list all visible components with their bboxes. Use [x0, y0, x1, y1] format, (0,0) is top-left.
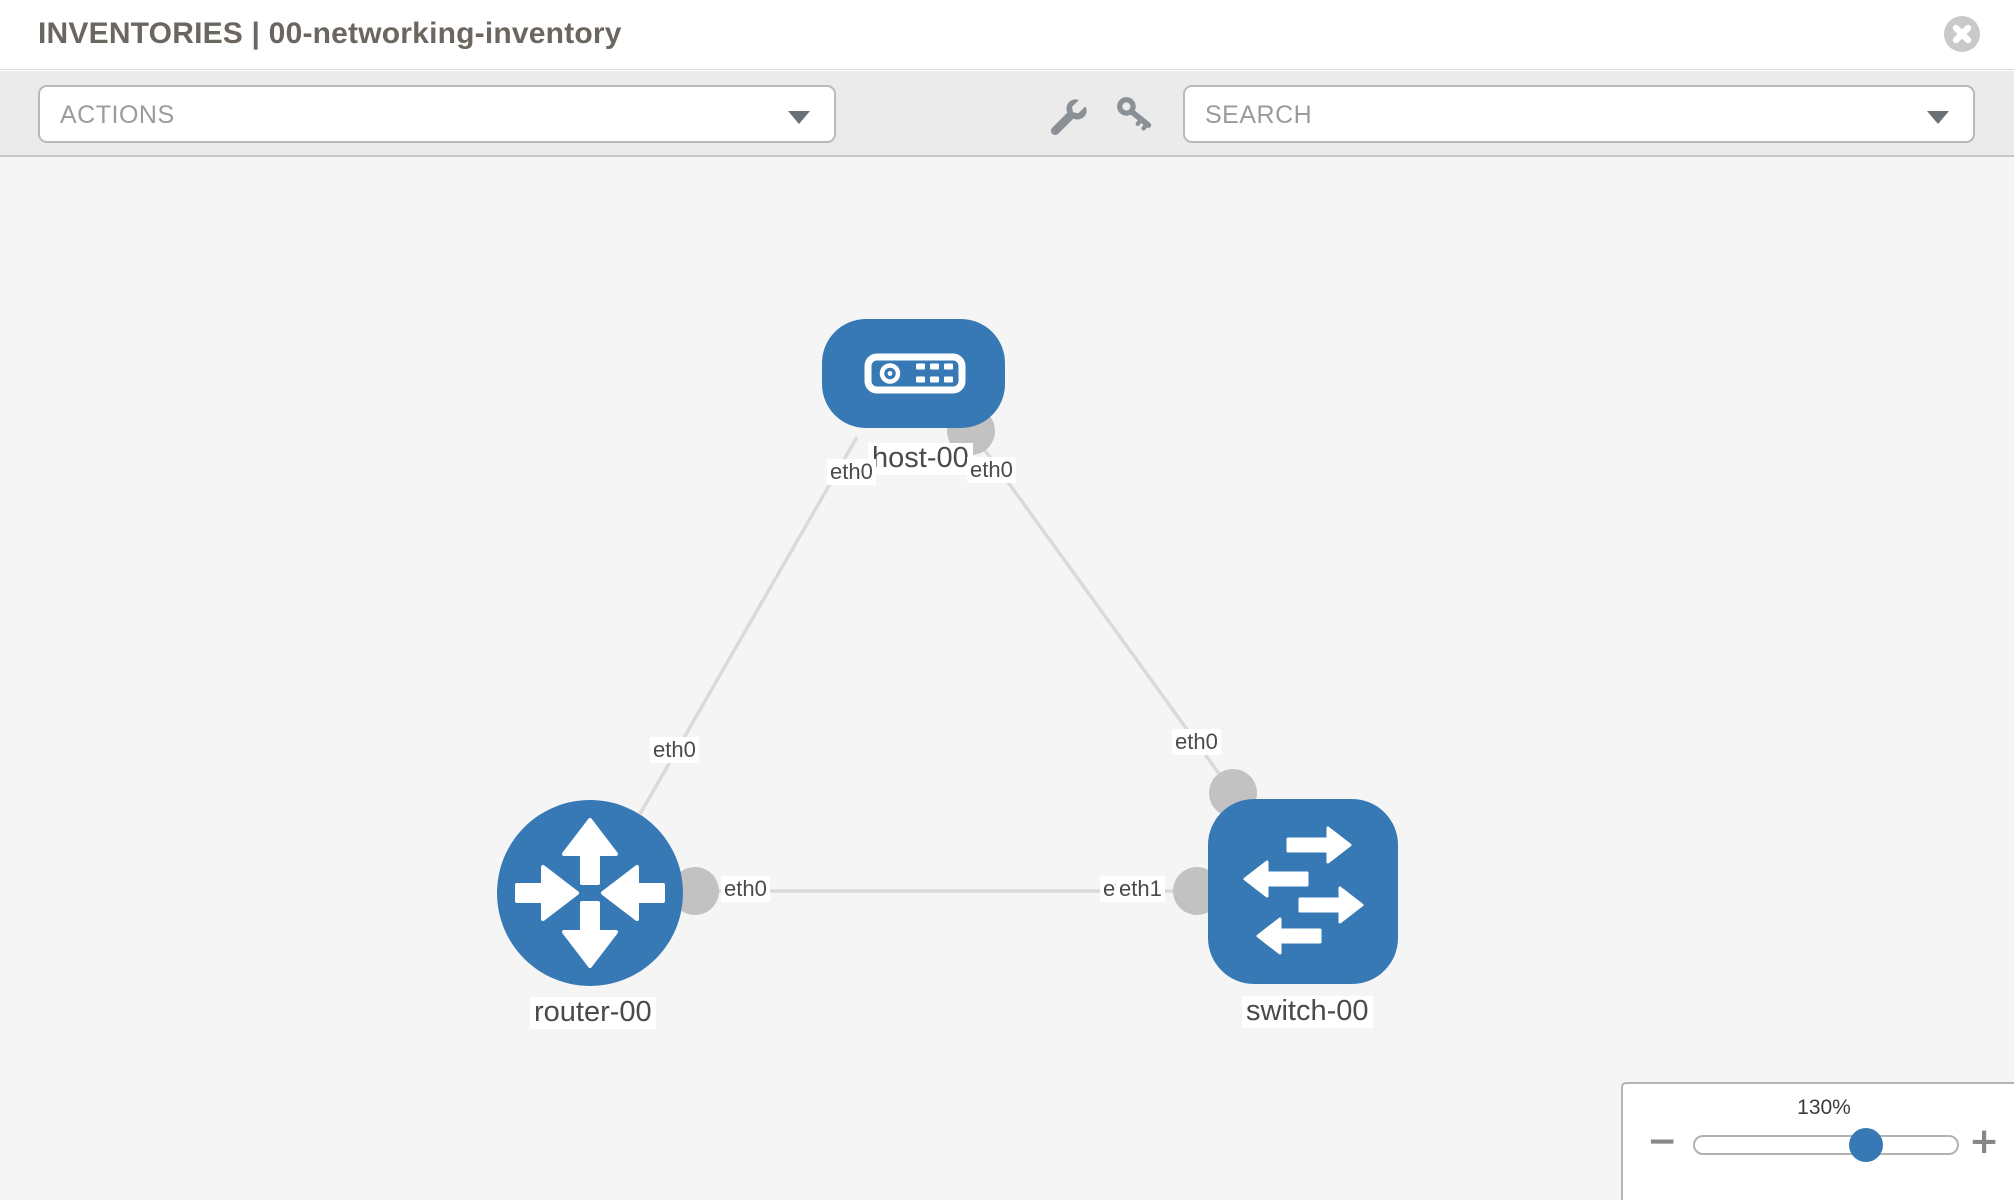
- zoom-level-value: 130%: [1797, 1096, 1851, 1119]
- page-title: INVENTORIES | 00-networking-inventory: [38, 17, 622, 50]
- chevron-down-icon: [1927, 111, 1949, 124]
- router-icon: [515, 818, 665, 968]
- configure-button[interactable]: [1042, 91, 1092, 141]
- port-label-router-eth0-uplink: eth0: [650, 737, 699, 764]
- topology-canvas[interactable]: host-00 router-00 switch-00 eth0 eth0 et…: [0, 157, 2014, 1200]
- chevron-down-icon: [788, 111, 810, 124]
- topology-svg: [497, 319, 1398, 986]
- header: INVENTORIES | 00-networking-inventory: [0, 0, 2014, 70]
- close-icon: [1952, 24, 1972, 44]
- toolbar: ACTIONS SEARCH: [0, 71, 2014, 157]
- close-button[interactable]: [1944, 16, 1980, 52]
- wrench-icon: [1050, 99, 1087, 136]
- node-label-host: host-00: [868, 442, 973, 475]
- node-router-00[interactable]: [497, 800, 683, 986]
- zoom-control: 130% − +: [1621, 1082, 2014, 1200]
- port-label-host-eth0-left: eth0: [827, 459, 876, 486]
- switch-icon: [1243, 826, 1364, 955]
- port-label-router-eth0: eth0: [721, 876, 770, 903]
- host-icon: [864, 353, 966, 394]
- search-dropdown[interactable]: SEARCH: [1183, 85, 1975, 143]
- node-label-router: router-00: [530, 996, 656, 1029]
- key-icon: [1117, 97, 1152, 131]
- search-dropdown-label: SEARCH: [1205, 101, 1313, 129]
- port-label-host-eth0-right: eth0: [967, 457, 1016, 484]
- port-label-switch-eth1: eth1: [1116, 876, 1165, 903]
- port-label-switch-eth0-uplink: eth0: [1172, 729, 1221, 756]
- zoom-in-button[interactable]: +: [1969, 1121, 2000, 1162]
- node-host-00[interactable]: [822, 319, 1005, 428]
- credentials-button[interactable]: [1110, 91, 1160, 141]
- actions-dropdown-label: ACTIONS: [60, 101, 175, 129]
- actions-dropdown[interactable]: ACTIONS: [38, 85, 836, 143]
- zoom-slider-track[interactable]: [1693, 1135, 1959, 1155]
- zoom-out-button[interactable]: −: [1647, 1121, 1678, 1162]
- node-switch-00[interactable]: [1208, 799, 1398, 984]
- zoom-slider-handle[interactable]: [1849, 1128, 1883, 1162]
- node-label-switch: switch-00: [1242, 995, 1373, 1028]
- interface-endpoint-router[interactable]: [671, 867, 719, 915]
